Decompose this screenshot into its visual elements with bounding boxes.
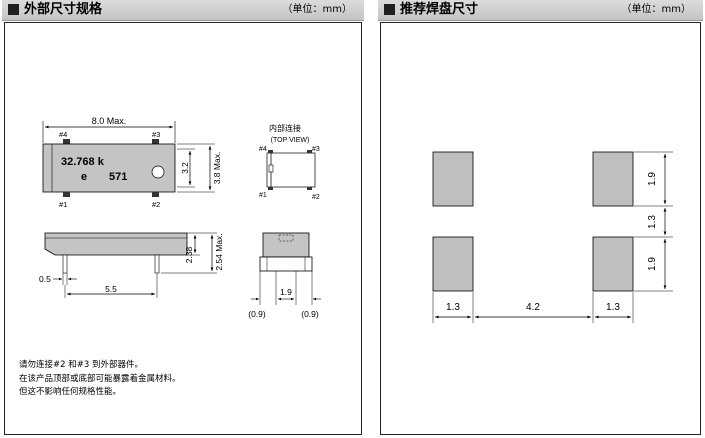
height-inner-label: 3.2	[180, 162, 190, 174]
note-2: 在该产品顶部或底部可能暴露着金属材料。	[19, 374, 181, 384]
right-panel-title: 推荐焊盘尺寸	[400, 2, 479, 17]
pin1-mark-icon	[151, 165, 165, 179]
note-3: 但这不影响任何规格性能。	[19, 387, 122, 397]
internal-pin4: #4	[259, 146, 267, 153]
side-lead-left	[62, 254, 68, 274]
side-lead-right	[154, 254, 160, 274]
gap-vertical-label: 1.3	[647, 215, 658, 229]
notes: 请勿连接#2 和#3 到外部器件。 在该产品顶部或底部可能暴露着金属材料。 但这…	[19, 359, 181, 399]
pin-2-lead	[152, 192, 159, 197]
pad-top-right	[592, 151, 634, 207]
span-label: 5.5	[105, 284, 117, 294]
internal-pin2: #2	[312, 194, 320, 201]
side-h-max-label: 2.54 Max.	[214, 233, 224, 270]
marking-e: e	[81, 171, 87, 183]
internal-outline	[266, 152, 316, 188]
land-pattern-drawing: 1.9 1.3 1.9 1.3 4.2 1.3	[432, 151, 673, 323]
left-panel: 外部尺寸规格 （单位：mm） 8.0 Max. #4 #3	[2, 0, 364, 437]
pin-1-lead	[63, 192, 70, 197]
internal-title: 内部连接	[269, 123, 301, 133]
pad-height-top-label: 1.9	[647, 172, 658, 186]
right-panel: 推荐焊盘尺寸 （单位：mm） 1.9 1.3 1.9	[378, 0, 703, 437]
internal-pin1: #1	[259, 192, 267, 199]
outline-drawing: 8.0 Max. #4 #3 32.768 k e 571 #1 #2	[39, 116, 321, 319]
pin-3-lead	[152, 139, 159, 144]
lead-width-label: 0.5	[39, 274, 51, 284]
marking-571: 571	[109, 171, 127, 183]
width-label: 8.0 Max.	[92, 116, 127, 126]
left-panel-header: 外部尺寸规格 （单位：mm）	[2, 0, 364, 21]
gap-horizontal-label: 4.2	[526, 302, 540, 313]
pad-bottom-left	[432, 236, 474, 292]
header-square-icon	[384, 4, 395, 15]
package-body	[42, 143, 176, 193]
right-drawing-frame: 1.9 1.3 1.9 1.3 4.2 1.3	[380, 22, 701, 435]
pitch-label: 1.9	[280, 287, 292, 297]
pad-bottom-right	[592, 236, 634, 292]
pin-3-label: #3	[152, 130, 160, 139]
crystal-symbol-icon	[268, 164, 274, 173]
right-panel-header: 推荐焊盘尺寸 （单位：mm）	[378, 0, 703, 21]
internal-connection: 内部连接 (TOP VIEW) #4 #3 #1 #2	[259, 123, 320, 201]
note-1: 请勿连接#2 和#3 到外部器件。	[19, 360, 143, 370]
pad-top-left	[432, 151, 474, 207]
pad-height-bottom-label: 1.9	[647, 257, 658, 271]
internal-pin3: #3	[312, 146, 320, 153]
left-gap-label: (0.9)	[248, 309, 266, 319]
internal-subtitle: (TOP VIEW)	[271, 137, 310, 144]
height-max-label: 3.8 Max.	[212, 152, 222, 185]
left-drawing-frame: 8.0 Max. #4 #3 32.768 k e 571 #1 #2	[4, 22, 362, 435]
right-panel-unit: （单位：mm）	[621, 4, 691, 15]
end-body	[262, 232, 310, 258]
end-base	[259, 256, 313, 272]
pin-4-lead	[63, 139, 70, 144]
left-panel-unit: （单位：mm）	[282, 4, 352, 15]
side-h-inner-label: 2.38	[184, 246, 194, 263]
pin-1-label: #1	[59, 200, 67, 209]
left-panel-title: 外部尺寸规格	[24, 2, 103, 17]
pad-width-left-label: 1.3	[446, 302, 460, 313]
pin-2-label: #2	[152, 200, 160, 209]
top-view: 8.0 Max. #4 #3 32.768 k e 571 #1 #2	[42, 116, 222, 209]
marking-line1: 32.768 k	[61, 156, 105, 168]
header-square-icon	[8, 4, 19, 15]
end-view: 1.9 (0.9) (0.9)	[248, 232, 321, 319]
right-gap-label: (0.9)	[301, 309, 319, 319]
side-body	[44, 232, 188, 256]
side-view: 2.38 2.54 Max. 0.5 5.5	[39, 232, 224, 298]
pad-width-right-label: 1.3	[606, 302, 620, 313]
pin-4-label: #4	[59, 130, 67, 139]
